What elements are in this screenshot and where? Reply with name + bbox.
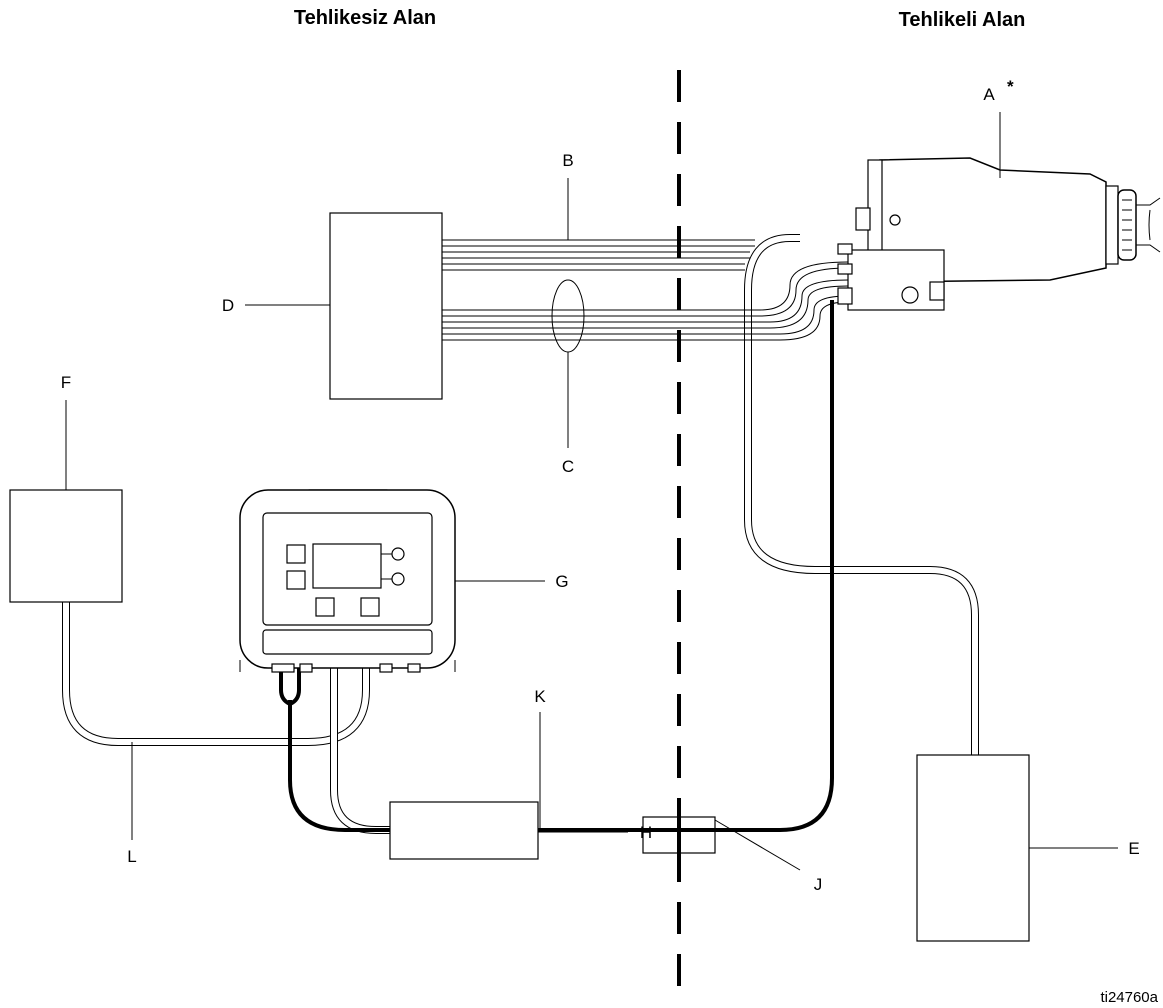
controller-knob-icon [391, 547, 405, 561]
controller-knob-icon [391, 572, 405, 586]
callout-h: H [640, 823, 652, 842]
zone-title-hazardous: Tehlikeli Alan [899, 9, 1026, 31]
component-d-box [329, 212, 443, 400]
callout-j: J [814, 875, 823, 894]
callout-b: B [562, 151, 573, 170]
hose-bundle-b [442, 239, 849, 341]
callout-d: D [222, 296, 234, 315]
figure-id: ti24760a [1100, 989, 1158, 1006]
controller-g [239, 489, 456, 673]
spray-gun-a [837, 157, 1161, 311]
callout-g: G [555, 572, 568, 591]
component-e-box [916, 754, 1030, 942]
ground-wire-fork [279, 668, 301, 707]
leader-lines [65, 112, 1118, 871]
component-h-box [389, 801, 539, 860]
zone-title-non-hazardous: Tehlikesiz Alan [294, 7, 436, 29]
callout-a: A [983, 85, 995, 104]
air-hose-l [62, 602, 370, 746]
callout-a-star: * [1007, 77, 1014, 96]
ground-wire-k [288, 300, 834, 832]
callout-k: K [534, 687, 546, 706]
controller-button-icon [286, 544, 306, 564]
controller-button-icon [315, 597, 335, 617]
callout-f: F [61, 373, 71, 392]
controller-display [312, 543, 382, 589]
callout-l: L [127, 847, 136, 866]
callout-c: C [562, 457, 574, 476]
controller-button-icon [286, 570, 306, 590]
controller-button-icon [360, 597, 380, 617]
component-f-box [9, 489, 123, 603]
callout-e: E [1128, 839, 1139, 858]
hose-to-e [744, 234, 979, 755]
